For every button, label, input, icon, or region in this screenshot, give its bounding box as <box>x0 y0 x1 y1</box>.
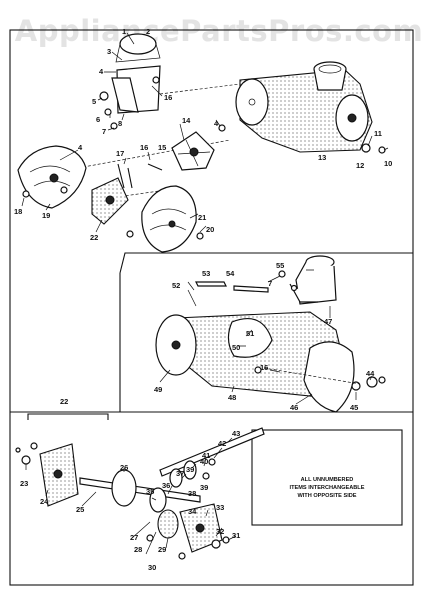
inset-strips <box>187 281 269 307</box>
svg-text:11: 11 <box>374 129 382 138</box>
svg-text:51: 51 <box>246 329 254 338</box>
inset-side-plate <box>303 341 355 413</box>
svg-text:39: 39 <box>200 483 208 492</box>
part-numbers: 1 2 3 4 5 6 7 8 16 4 11 13 12 10 14 15 1… <box>14 27 392 572</box>
svg-text:ITEMS INTERCHANGEABLE: ITEMS INTERCHANGEABLE <box>290 485 365 491</box>
axis-line-top <box>77 83 241 201</box>
svg-text:18: 18 <box>14 207 22 216</box>
svg-text:4: 4 <box>99 67 104 76</box>
svg-text:7: 7 <box>102 127 106 136</box>
svg-text:39: 39 <box>186 465 194 474</box>
svg-text:32: 32 <box>216 527 224 536</box>
svg-text:4: 4 <box>214 119 219 128</box>
svg-text:20: 20 <box>206 225 214 234</box>
svg-text:8: 8 <box>118 119 122 128</box>
svg-text:43: 43 <box>232 429 240 438</box>
svg-text:17: 17 <box>116 149 124 158</box>
auger-left <box>17 145 87 209</box>
svg-text:46: 46 <box>290 403 298 412</box>
svg-text:21: 21 <box>198 213 206 222</box>
svg-text:WITH OPPOSITE SIDE: WITH OPPOSITE SIDE <box>297 493 356 499</box>
svg-text:48: 48 <box>228 393 236 402</box>
auger-right <box>141 185 197 253</box>
svg-text:55: 55 <box>276 261 284 270</box>
inset-housing <box>155 311 347 399</box>
discharge-chute <box>111 33 161 114</box>
svg-text:47: 47 <box>324 317 332 326</box>
auger-housing <box>235 69 373 153</box>
note-text: ALL UNNUMBERED ITEMS INTERCHANGEABLE WIT… <box>290 477 365 499</box>
svg-text:12: 12 <box>356 161 364 170</box>
svg-text:44: 44 <box>366 369 375 378</box>
diagram-frame <box>9 29 414 586</box>
svg-text:16: 16 <box>260 363 268 372</box>
svg-text:22: 22 <box>60 397 68 406</box>
svg-text:49: 49 <box>154 385 162 394</box>
svg-text:45: 45 <box>350 403 358 412</box>
svg-text:25: 25 <box>76 505 84 514</box>
gearbox-half-right <box>179 503 223 553</box>
svg-text:1: 1 <box>122 27 126 36</box>
svg-text:3: 3 <box>107 47 111 56</box>
svg-text:24: 24 <box>40 497 49 506</box>
svg-text:16: 16 <box>140 143 148 152</box>
svg-text:50: 50 <box>232 343 240 352</box>
svg-text:13: 13 <box>318 153 326 162</box>
svg-text:38: 38 <box>188 489 196 498</box>
inset-hardware <box>254 270 386 391</box>
gearbox-half-left <box>39 443 79 507</box>
svg-text:41: 41 <box>202 451 210 460</box>
chute-base <box>313 61 347 91</box>
svg-text:40: 40 <box>200 457 208 466</box>
svg-text:27: 27 <box>130 533 138 542</box>
svg-text:36: 36 <box>162 481 170 490</box>
svg-text:5: 5 <box>92 97 96 106</box>
svg-text:35: 35 <box>146 487 154 496</box>
leader-lines <box>21 32 389 555</box>
svg-text:16: 16 <box>164 93 172 102</box>
hardware-top <box>22 76 386 240</box>
impeller <box>171 131 215 171</box>
svg-text:6: 6 <box>96 115 100 124</box>
gearbox-hardware <box>15 442 230 560</box>
gear-box <box>91 177 129 225</box>
svg-text:30: 30 <box>148 563 156 572</box>
inset-chute <box>289 255 337 305</box>
gearbox-gears <box>111 460 197 539</box>
svg-text:29: 29 <box>158 545 166 554</box>
svg-text:31: 31 <box>232 531 240 540</box>
bracket-22 <box>27 413 109 420</box>
svg-text:19: 19 <box>42 211 50 220</box>
svg-text:42: 42 <box>218 439 226 448</box>
svg-text:14: 14 <box>182 116 191 125</box>
svg-text:2: 2 <box>146 27 150 36</box>
svg-text:37: 37 <box>176 469 184 478</box>
svg-text:53: 53 <box>202 269 210 278</box>
svg-text:28: 28 <box>134 545 142 554</box>
svg-text:ALL UNNUMBERED: ALL UNNUMBERED <box>301 477 354 483</box>
svg-text:54: 54 <box>226 269 235 278</box>
svg-text:23: 23 <box>20 479 28 488</box>
svg-text:34: 34 <box>188 507 197 516</box>
svg-text:22: 22 <box>90 233 98 242</box>
svg-text:15: 15 <box>158 143 166 152</box>
note-box <box>251 429 403 526</box>
svg-text:7: 7 <box>268 279 272 288</box>
svg-text:26: 26 <box>120 463 128 472</box>
svg-text:33: 33 <box>216 503 224 512</box>
svg-text:52: 52 <box>172 281 180 290</box>
svg-text:4: 4 <box>78 143 83 152</box>
gearbox-shaft <box>79 427 265 503</box>
svg-text:10: 10 <box>384 159 392 168</box>
